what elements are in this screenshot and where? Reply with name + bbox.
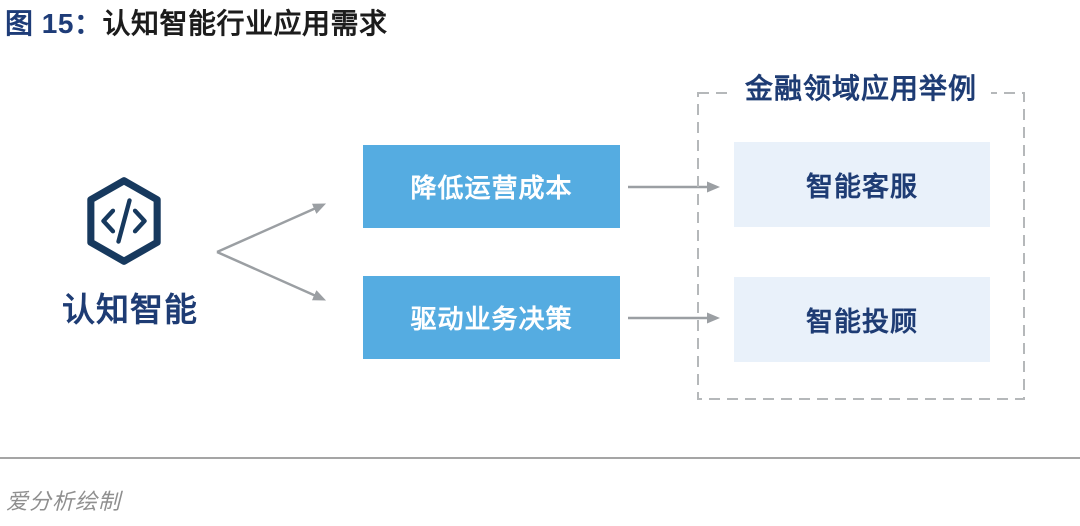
example-box-smart-customer-service: 智能客服: [734, 142, 990, 227]
figure-title: 图 15：认知智能行业应用需求: [5, 2, 387, 42]
figure-title-text: 认知智能行业应用需求: [102, 8, 388, 39]
demand-box-reduce-cost: 降低运营成本: [363, 145, 620, 228]
footer-divider: [0, 457, 1080, 459]
example-box-robo-advisor: 智能投顾: [734, 277, 990, 362]
finance-examples-panel: 金融领域应用举例 智能客服 智能投顾: [697, 67, 1025, 400]
panel-title: 金融领域应用举例: [730, 67, 992, 107]
demand-box-drive-decisions: 驱动业务决策: [363, 276, 620, 359]
footer-credit: 爱分析绘制: [6, 489, 122, 514]
figure-number: 图 15：: [5, 8, 103, 39]
source-label: 认知智能: [62, 291, 198, 328]
code-hexagon-icon: [87, 177, 161, 265]
